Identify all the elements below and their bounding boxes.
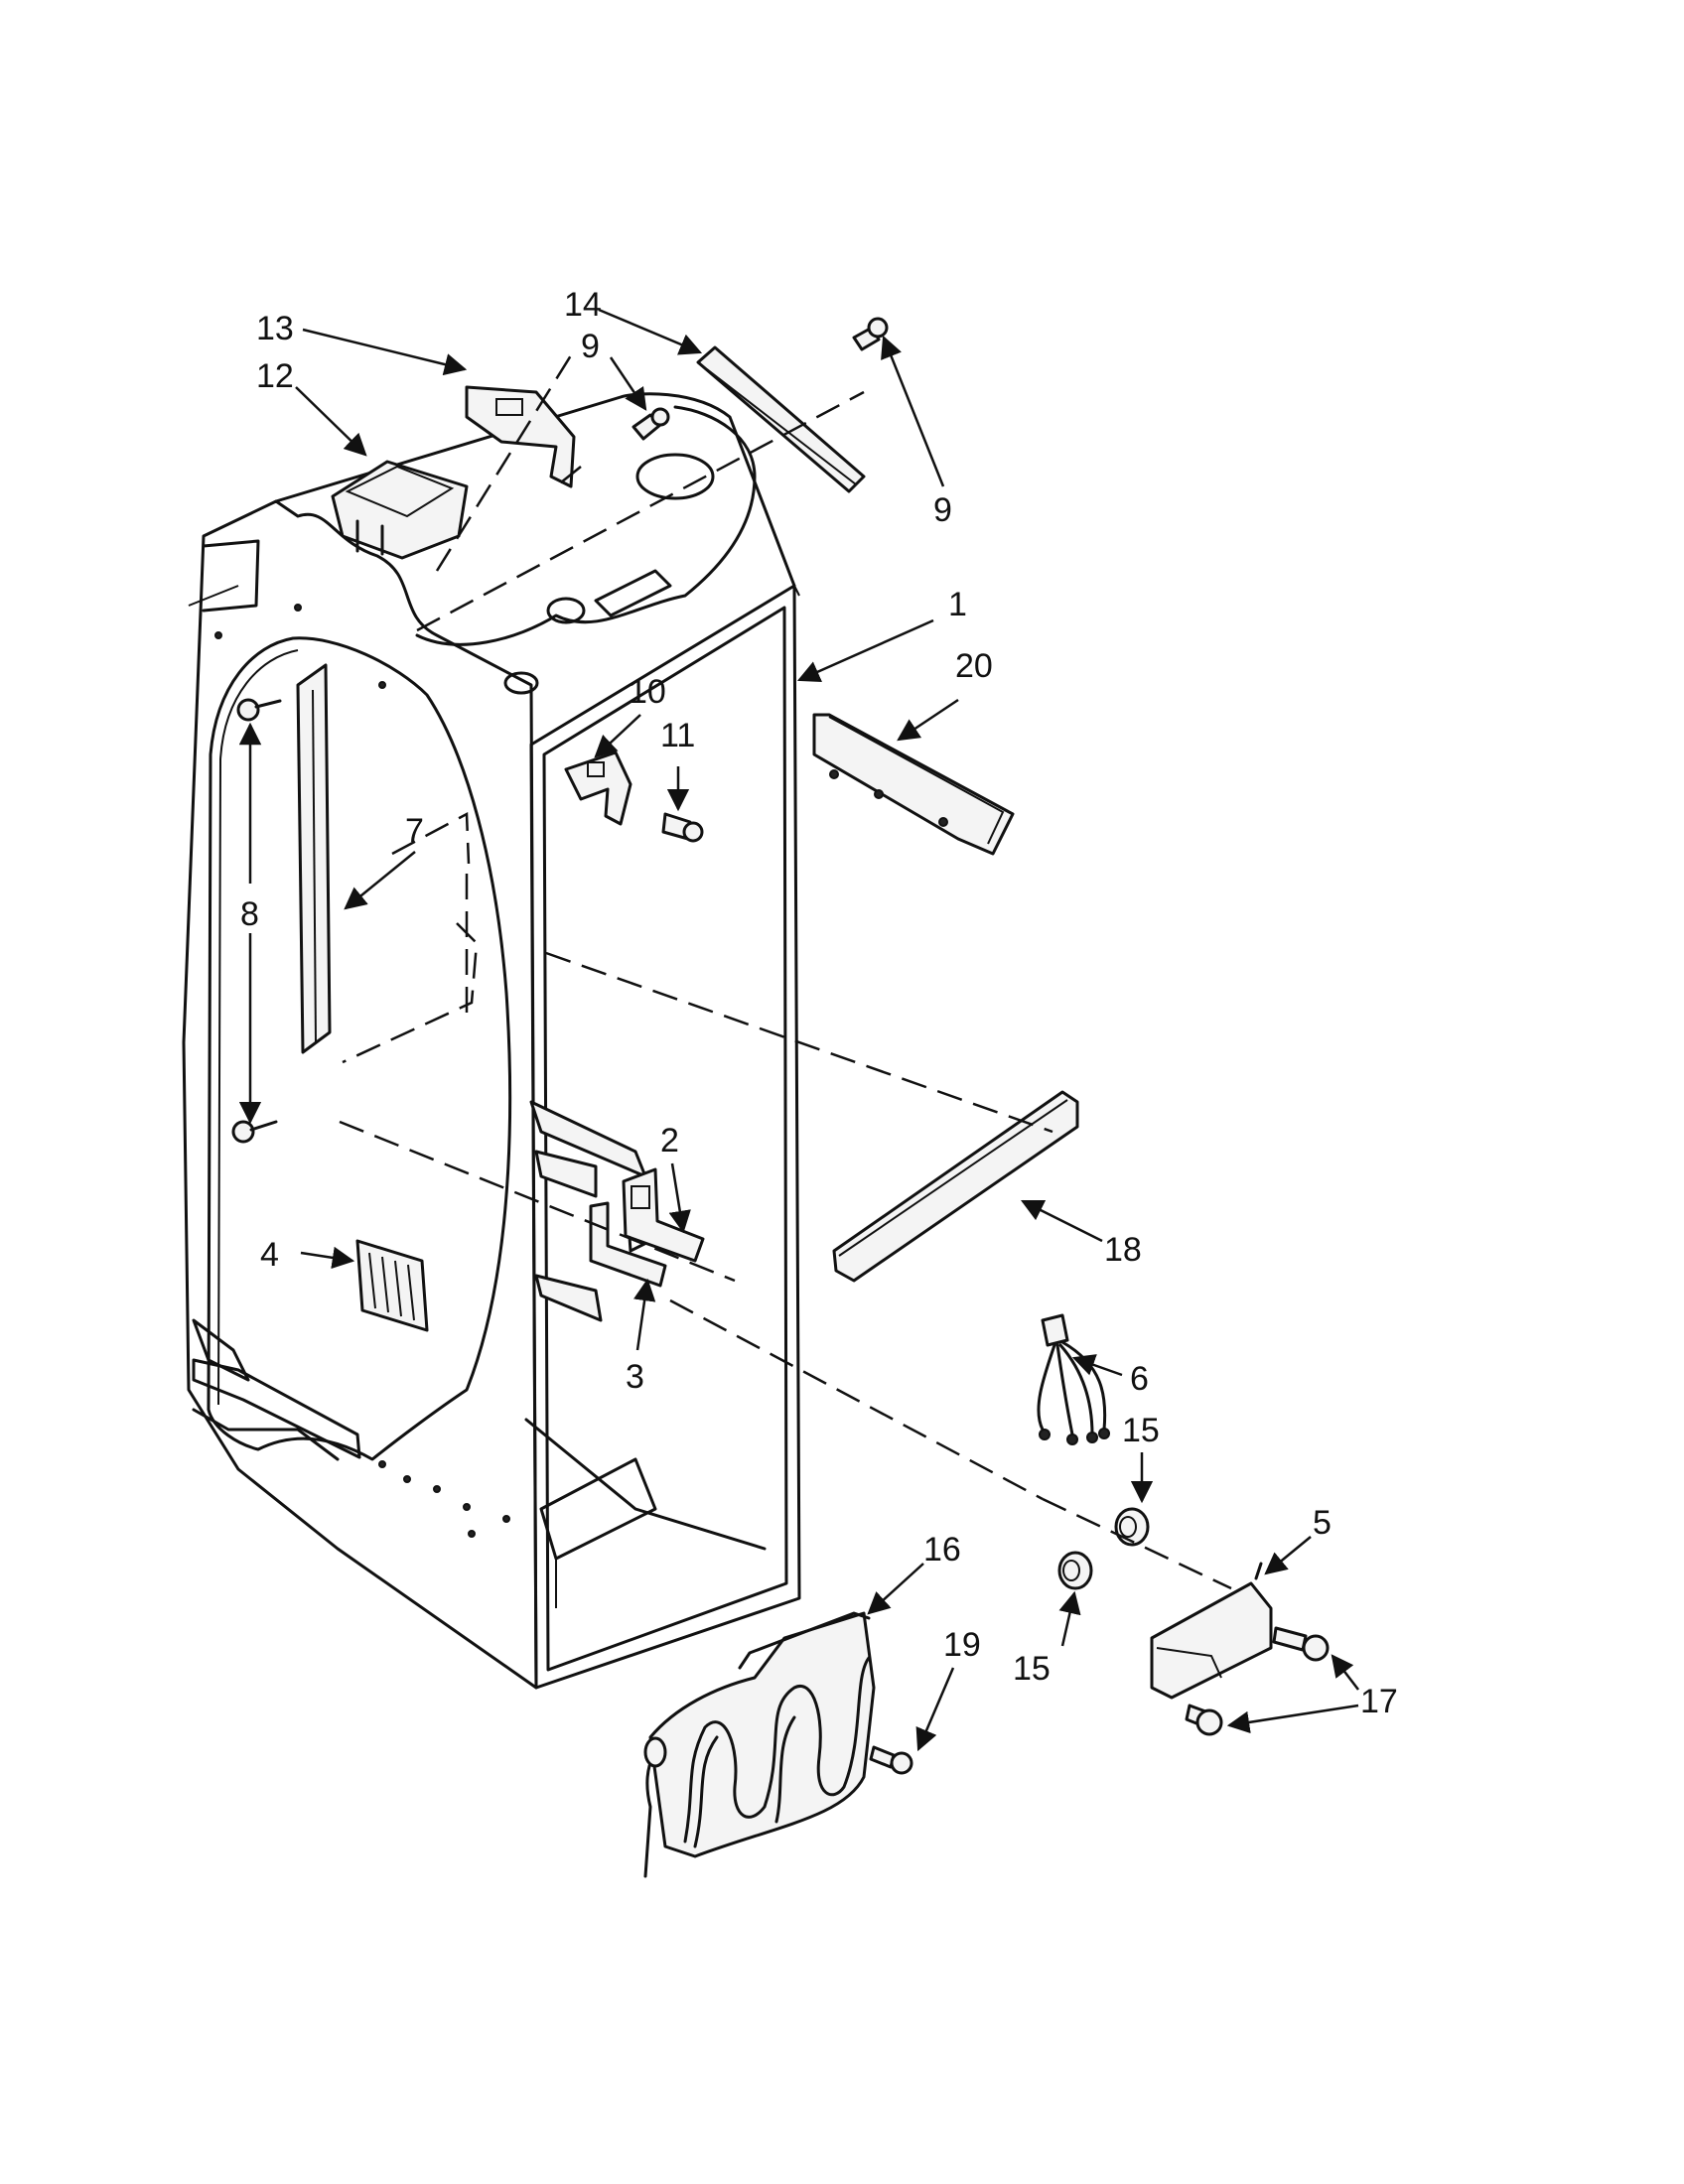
callout-18: 18 [1104, 1231, 1142, 1269]
callout-15-upper: 15 [1122, 1412, 1160, 1449]
part-8-screws [231, 698, 282, 1144]
part-10-bracket [564, 751, 632, 826]
part-5-housing [1150, 1562, 1273, 1700]
part-16-evaporator [643, 1611, 876, 1878]
callout-17: 17 [1360, 1683, 1398, 1720]
callout-7: 7 [405, 812, 424, 850]
callout-9-top-right: 9 [933, 491, 952, 529]
callout-19: 19 [943, 1626, 981, 1664]
callout-9-top-left: 9 [581, 328, 600, 365]
callout-13: 13 [256, 310, 294, 347]
callout-20: 20 [955, 647, 993, 685]
callout-1: 1 [948, 586, 967, 623]
cabinet-liner [182, 392, 801, 1690]
callout-8: 8 [240, 895, 259, 933]
part-7-rail [296, 663, 332, 1054]
part-11-screw [661, 812, 704, 843]
callout-15-lower: 15 [1013, 1650, 1051, 1688]
part-6-harness [1037, 1313, 1110, 1445]
part-17-screws [1185, 1626, 1330, 1736]
callout-11: 11 [660, 717, 695, 754]
callout-4: 4 [260, 1236, 279, 1274]
callout-2: 2 [660, 1122, 679, 1160]
callout-16: 16 [923, 1531, 961, 1569]
part-15-plugs [1057, 1507, 1150, 1590]
part-20-channel [812, 713, 1015, 856]
part-9-screws [632, 317, 889, 441]
callout-6: 6 [1130, 1360, 1149, 1398]
assembly-lines [339, 346, 1232, 1590]
callout-14: 14 [564, 286, 602, 324]
callout-12: 12 [256, 357, 294, 395]
part-18-strip [832, 1090, 1079, 1283]
part-14-strip [696, 345, 866, 493]
callout-3: 3 [626, 1358, 644, 1396]
callout-5: 5 [1313, 1504, 1332, 1542]
part-3-bracket [589, 1201, 667, 1288]
shelf-support-brackets [529, 1100, 652, 1322]
callout-labels: 13 12 14 9 9 1 20 10 11 7 8 4 2 3 18 6 1… [240, 286, 1398, 1720]
part-19-screw [869, 1745, 913, 1775]
callout-10: 10 [629, 673, 666, 711]
leader-arrows [238, 308, 1359, 1752]
part-4-vent [355, 1239, 429, 1332]
